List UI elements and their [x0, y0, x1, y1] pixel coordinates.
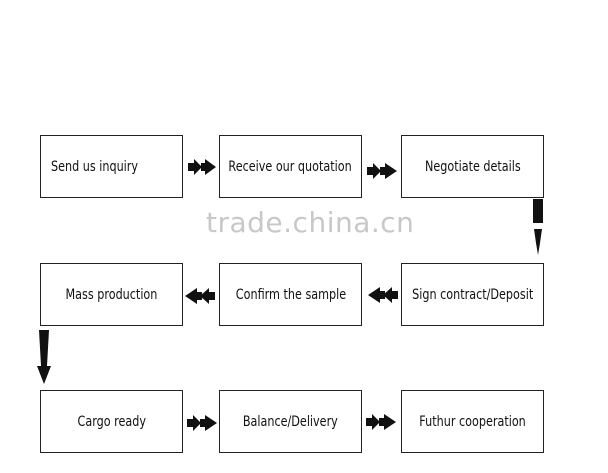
step-futhur-cooperation: Futhur cooperation	[401, 390, 544, 453]
double-arrow-right-icon	[187, 415, 217, 431]
step-label: Negotiate details	[424, 158, 521, 175]
watermark: trade.china.cn	[206, 206, 415, 239]
double-arrow-right-icon	[366, 414, 396, 430]
step-balance-delivery: Balance/Delivery	[219, 390, 362, 453]
arrow-down-icon	[37, 330, 51, 384]
double-arrow-left-icon	[368, 287, 398, 303]
double-arrow-right-icon	[188, 159, 216, 175]
step-label: Receive our quotation	[228, 158, 353, 175]
step-sign-contract-deposit: Sign contract/Deposit	[401, 263, 544, 326]
step-mass-production: Mass production	[40, 263, 183, 326]
step-negotiate-details: Negotiate details	[401, 135, 544, 198]
step-label: Send us inquiry	[51, 158, 139, 175]
arrow-down-icon	[533, 199, 543, 255]
step-label: Balance/Delivery	[243, 413, 338, 430]
double-arrow-left-icon	[185, 288, 215, 304]
step-label: Sign contract/Deposit	[411, 286, 534, 303]
step-confirm-sample: Confirm the sample	[219, 263, 362, 326]
step-receive-quotation: Receive our quotation	[219, 135, 362, 198]
double-arrow-right-icon	[367, 163, 397, 179]
step-cargo-ready: Cargo ready	[40, 390, 183, 453]
step-label: Futhur cooperation	[419, 413, 526, 430]
step-label: Mass production	[65, 286, 158, 303]
step-label: Cargo ready	[77, 413, 146, 430]
step-label: Confirm the sample	[235, 286, 346, 303]
step-send-inquiry: Send us inquiry	[40, 135, 183, 198]
